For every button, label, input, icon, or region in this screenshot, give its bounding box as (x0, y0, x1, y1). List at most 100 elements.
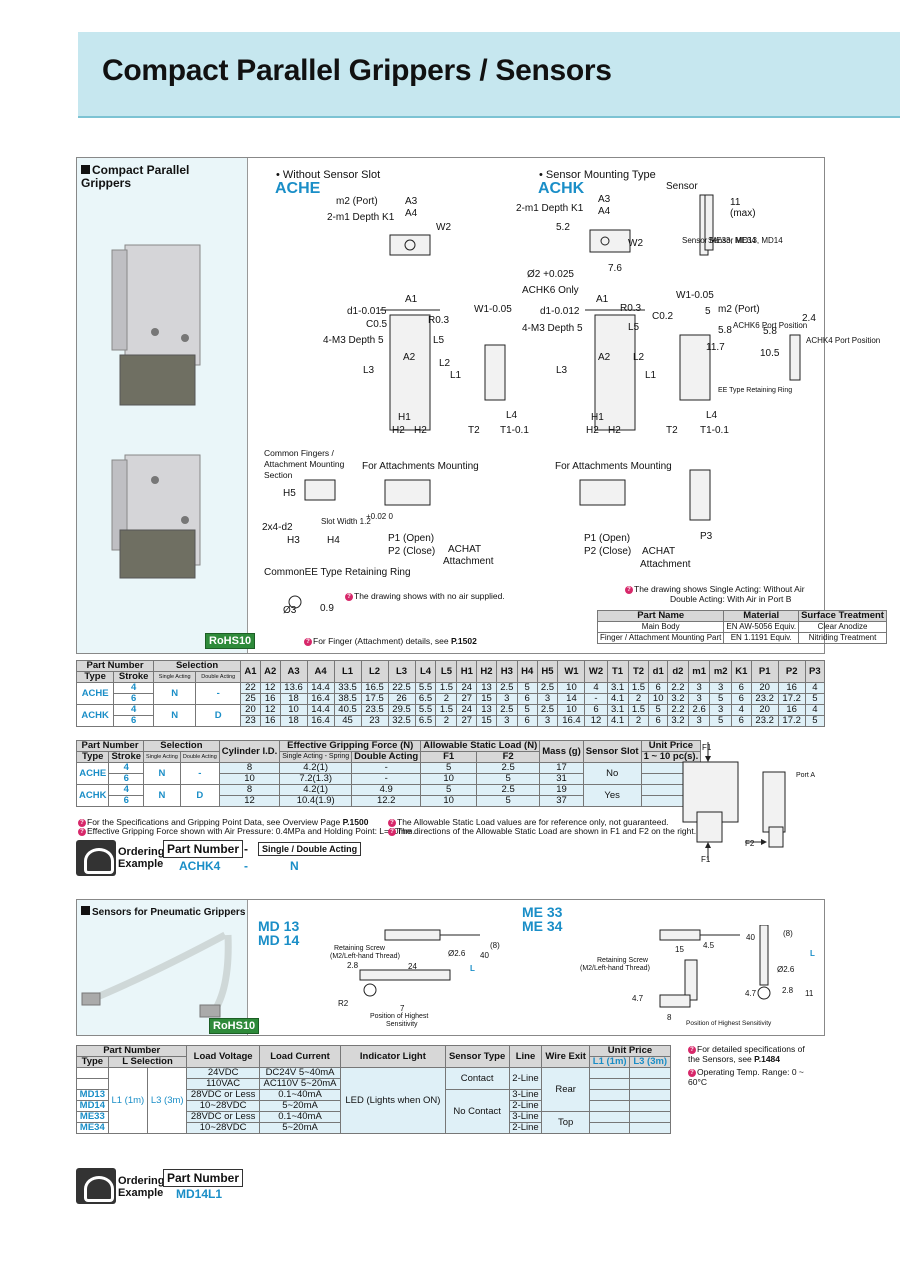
ordering-pn-value: ACHK4 (179, 859, 221, 873)
dim-max: (max) (730, 208, 756, 219)
thread-2: (M2/Left-hand Thread) (580, 965, 650, 972)
dim-d2: 2x4-d2 (262, 522, 293, 533)
dim-h5: H5 (283, 488, 296, 499)
dim-cell: 26 (387, 693, 416, 705)
dim-cell: 22.5 (387, 682, 416, 694)
spec-h-effective: Effective Gripping Force (N) (279, 740, 422, 752)
dim-h-part-number: Part Number (75, 660, 155, 672)
mat-cell: EN AW-5056 Equiv. (723, 621, 800, 633)
spec-cell: 6 (108, 773, 145, 785)
load-direction-figure (682, 742, 786, 860)
sensor-h-type: Type (76, 1056, 109, 1068)
dim-h2a: H2 (392, 425, 405, 436)
dim-col-header: T1 (606, 660, 629, 683)
ache-caption: • Without Sensor Slot (276, 169, 381, 181)
me-dim-15: 15 (675, 945, 684, 954)
sensor-type-cell: MD13 (76, 1089, 109, 1101)
sensor-cell: 110VAC (186, 1078, 260, 1090)
md-dim-r2: R2 (338, 999, 349, 1008)
sensor-table: Part Number Load Voltage Load Current In… (75, 1045, 672, 1134)
sensor-rear-cell: Rear (541, 1067, 590, 1112)
dim-cell: 3 (709, 682, 732, 694)
dim-cell: 18 (279, 693, 308, 705)
dim-p2-a: P2 (Close) (388, 546, 436, 557)
achk-dim-105: 10.5 (760, 348, 780, 359)
dim-cell: 3.2 (666, 693, 689, 705)
md14-title: MD 14 (258, 932, 300, 948)
spec-h-mass: Mass (g) (539, 740, 584, 763)
dim-cell: 6 (113, 715, 155, 727)
dim-cell: 6 (730, 693, 752, 705)
dim-l1: L1 (450, 370, 462, 381)
dim-c05: C0.5 (366, 319, 388, 330)
dim-cell: 16.4 (306, 715, 335, 727)
dim-col-header: W1 (557, 660, 586, 683)
sensor-price-cell (629, 1100, 671, 1112)
spec-h-f2: F2 (476, 751, 541, 763)
dim-cell: 4.1 (606, 693, 629, 705)
dim-col-header: H2 (476, 660, 497, 683)
dim-l4: L4 (506, 410, 518, 421)
dim-cell: 6.5 (414, 693, 437, 705)
sensor-photo (81, 931, 232, 1018)
ordering-part-number-box: Part Number (163, 840, 244, 858)
spec-h-double-acting: Double Acting (351, 751, 422, 763)
drawing-note-1: ?The drawing shows Single Acting: Withou… (625, 584, 805, 595)
sensor-h-load-voltage: Load Voltage (186, 1045, 260, 1068)
dim-cell: 23 (360, 715, 389, 727)
dim-col-header: A2 (259, 660, 281, 683)
sensor-h-unit-price: Unit Price (588, 1045, 672, 1057)
dim-col-header: T2 (627, 660, 650, 683)
md-dim-8: (8) (490, 941, 500, 950)
dim-cell: 1.5 (435, 704, 458, 716)
dim-cell: 10 (279, 704, 308, 716)
dim-cell: 23.2 (750, 715, 779, 727)
md-dim-40: 40 (480, 951, 489, 960)
dim-cell: 27 (456, 693, 478, 705)
slot-width: Slot Width 1.2 (321, 517, 371, 526)
sensor-cell (76, 1078, 109, 1090)
achk-dim-d1: d1-0.012 (540, 306, 580, 317)
dim-cell: 3 (536, 693, 559, 705)
dim-cell: 16.4 (306, 693, 335, 705)
note-directions: ?The directions of the Allowable Static … (388, 826, 696, 837)
achk-dim-t2: T2 (666, 425, 678, 436)
sensor-cell (76, 1067, 109, 1079)
spec-cell: 4.2(1) (279, 762, 353, 774)
sensor-me: Sensor ME33, ME34 (682, 236, 756, 245)
achk-dim-a4: A4 (598, 206, 611, 217)
dim-h-type: Type (75, 671, 115, 683)
md-sens: Sensitivity (386, 1021, 418, 1028)
sensor-cell: 3-Line (508, 1111, 543, 1123)
f1-top: F1 (702, 743, 712, 752)
me-dim-L: L (810, 949, 815, 958)
sensor-cell: 2-Line (508, 1122, 543, 1134)
sensor-h-line: Line (508, 1045, 543, 1068)
achk-dim-m2-port: m2 (Port) (718, 304, 760, 315)
dim-col-header: H5 (536, 660, 559, 683)
dim-cell: 13.6 (279, 682, 308, 694)
spec-h-cylinder: Cylinder I.D. (218, 740, 281, 763)
spec-cell: N (143, 762, 181, 785)
dim-cell: 6 (730, 715, 752, 727)
spec-cell: 5 (420, 762, 478, 774)
me-dim-40: 40 (746, 933, 755, 942)
dim-h4: H4 (327, 535, 340, 546)
spec-h-double: Double Acting (179, 751, 220, 763)
mat-h-surface: Surface Treatment (798, 610, 887, 622)
dim-achk6-only: ACHK6 Only (522, 285, 579, 296)
dim-cell: 12 (259, 704, 281, 716)
spec-cell: 37 (539, 795, 584, 807)
dim-col-header: L3 (387, 660, 416, 683)
dim-cell: 24 (456, 682, 478, 694)
sensor-cell: 24VDC (186, 1067, 260, 1079)
dim-cell: 4 (730, 704, 752, 716)
dim-type-cell: ACHK (75, 704, 115, 727)
dim-cell: 6 (113, 693, 155, 705)
dim-cell: 16 (259, 693, 281, 705)
dim-a2: A2 (403, 352, 416, 363)
dim-cell: 2 (435, 715, 458, 727)
spec-cell: 7.2(1.3) (279, 773, 353, 785)
